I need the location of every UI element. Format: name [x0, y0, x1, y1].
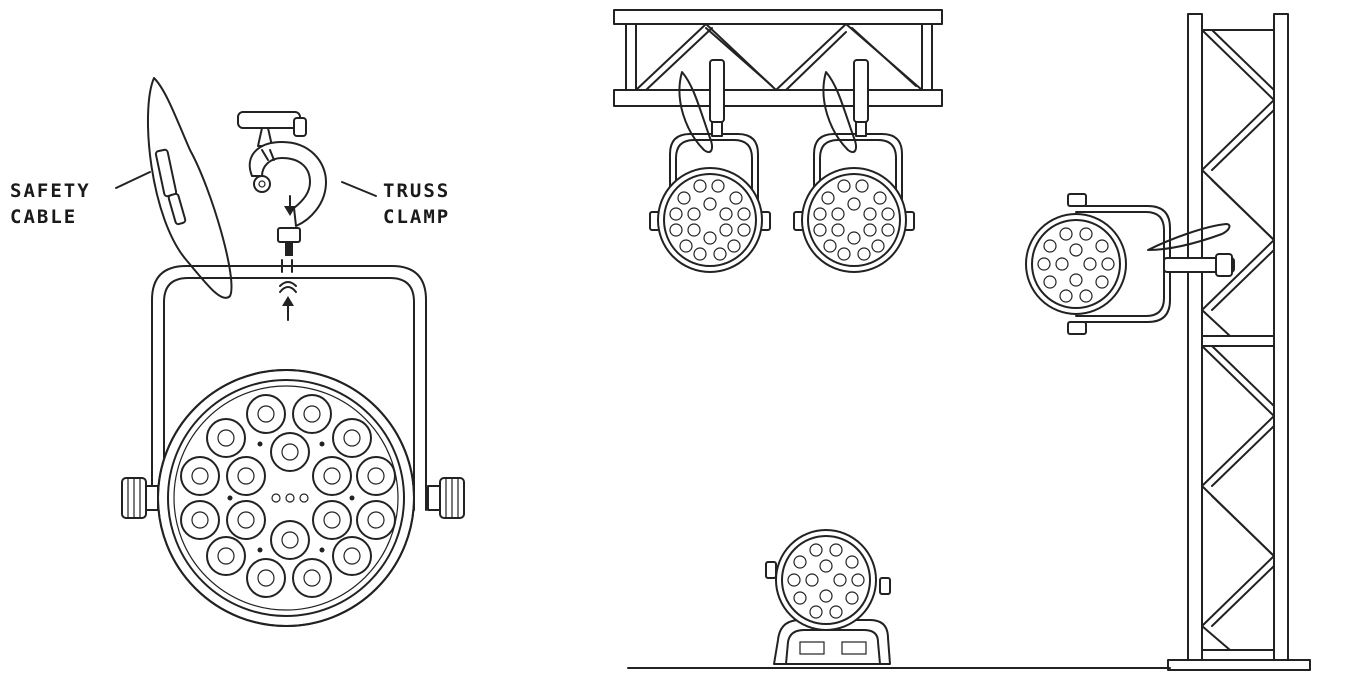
truss-clamp-leader — [341, 181, 377, 197]
tower-base — [1167, 659, 1311, 671]
vertical-truss-tower — [1167, 13, 1311, 671]
right-knob — [427, 477, 465, 519]
truss-clamp-label: TRUSS CLAMP — [383, 178, 450, 230]
side-mounted-fixture — [1025, 193, 1235, 335]
fixture-yoke — [151, 265, 427, 511]
truss-clamp-label-line2: CLAMP — [383, 206, 451, 228]
large-fixture — [121, 259, 465, 627]
fixture-head — [157, 369, 415, 627]
safety-cable-leader — [115, 171, 151, 189]
horizontal-truss — [613, 9, 943, 107]
floor-standing-fixture — [765, 529, 891, 665]
safety-cable-label: SAFETY CABLE — [10, 178, 91, 230]
truss-clamp-label-line1: TRUSS — [383, 180, 451, 202]
left-knob — [121, 477, 159, 519]
safety-cable-label-line2: CABLE — [10, 206, 78, 228]
safety-cable-label-line1: SAFETY — [10, 180, 91, 202]
hanging-fixture-1 — [649, 59, 771, 273]
safety-cable — [146, 77, 233, 299]
truss-clamp — [237, 111, 327, 256]
hanging-fixture-2 — [793, 59, 915, 273]
